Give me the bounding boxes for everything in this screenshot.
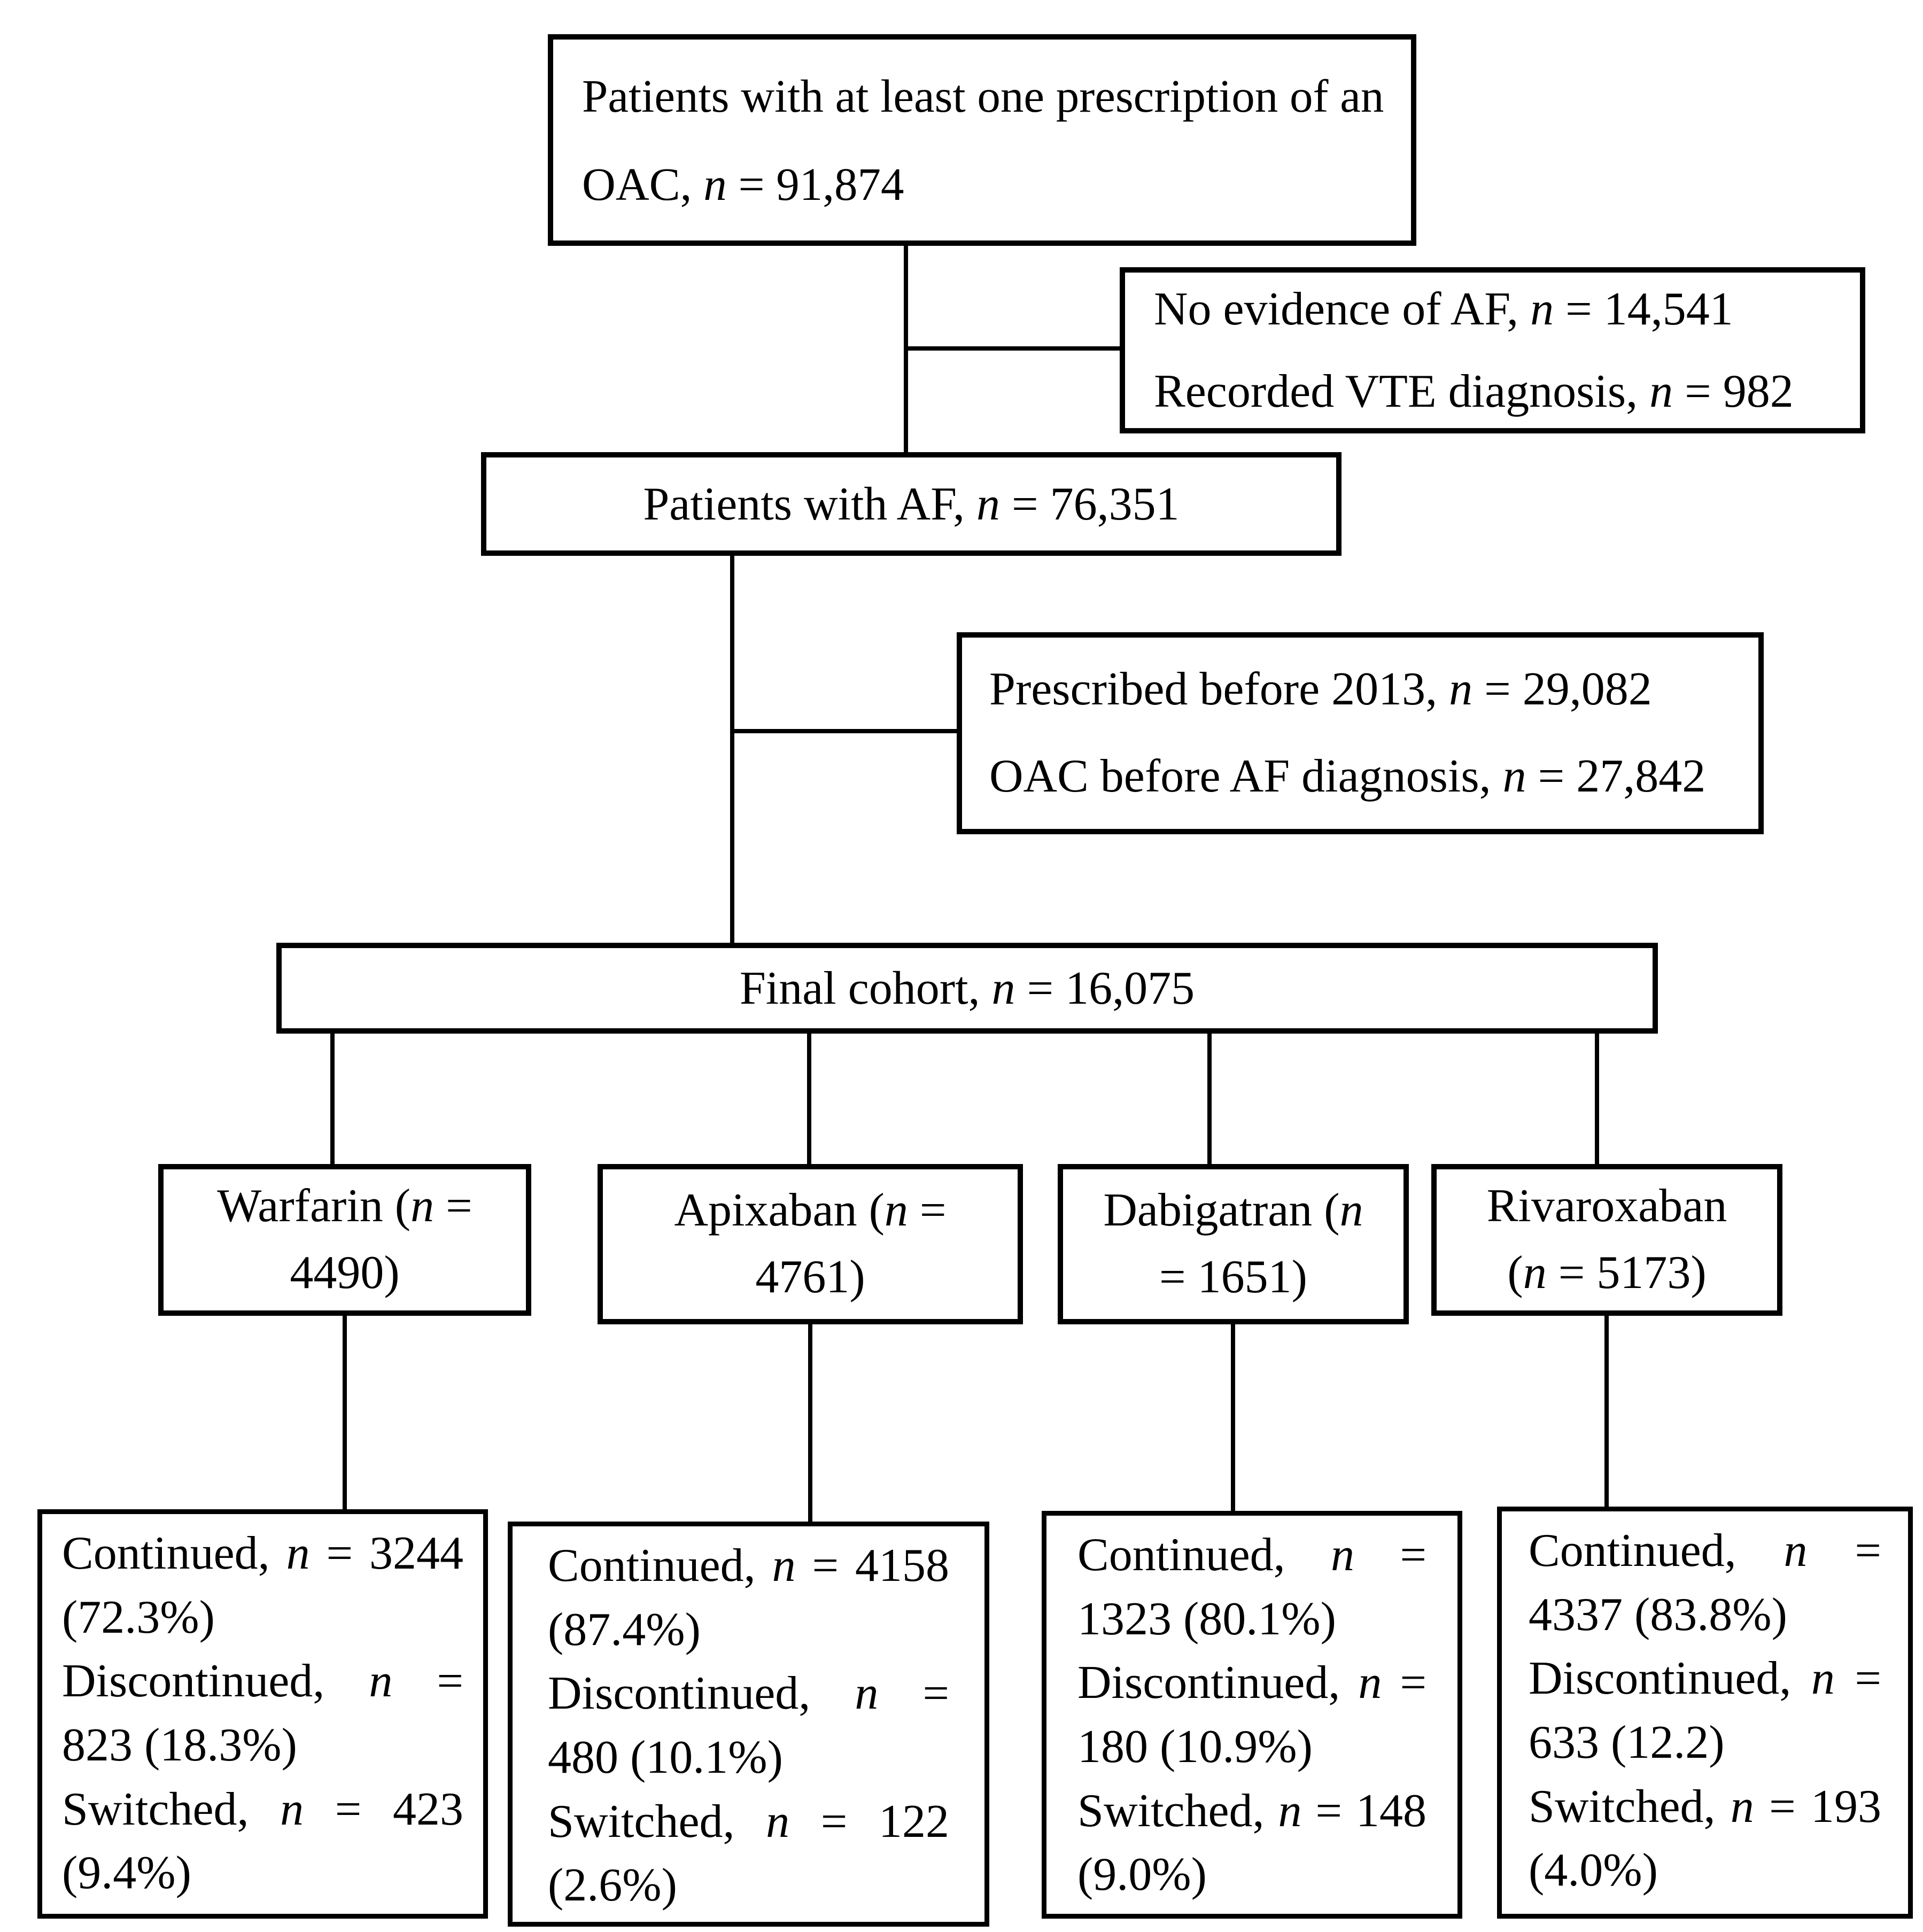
box-dabigatran: Dabigatran (n = 1651) [1058, 1164, 1409, 1324]
connector-branch-no-af [904, 346, 1120, 351]
text-line: Apixaban (n = [674, 1184, 947, 1237]
connector-final-to-rivaroxaban [1595, 1034, 1599, 1164]
text-line: OAC, n = 91,874 [582, 158, 904, 210]
outcome-item: Switched, n = 122 (2.6%) [548, 1795, 949, 1912]
box-apixaban-outcomes: Continued, n = 4158 (87.4%) Discontinued… [508, 1522, 989, 1927]
box-oac-patients: Patients with at least one prescription … [548, 34, 1416, 246]
box-exclusion-prior-oac: Prescribed before 2013, n = 29,082 OAC b… [957, 632, 1764, 834]
text-line: Recorded VTE diagnosis, n = 982 [1154, 365, 1794, 417]
connector-final-to-apixaban [807, 1034, 811, 1164]
text-line: OAC before AF diagnosis, n = 27,842 [989, 750, 1706, 802]
text-line: 4490) [290, 1247, 400, 1299]
box-warfarin-outcomes: Continued, n = 3244 (72.3%) Discontinued… [37, 1509, 488, 1919]
outcome-item: Switched, n = 423 (9.4%) [62, 1783, 463, 1899]
outcome-item: Switched, n = 193 (4.0%) [1529, 1780, 1881, 1897]
box-exclusion-no-af: No evidence of AF, n = 14,541 Recorded V… [1120, 267, 1865, 433]
text-line: No evidence of AF, n = 14,541 [1154, 283, 1733, 335]
connector-branch-prior-oac [730, 729, 957, 733]
outcome-item: Continued, n = 4337 (83.8%) [1529, 1525, 1881, 1641]
outcome-item: Switched, n = 148 (9.0%) [1077, 1784, 1426, 1901]
box-af-patients: Patients with AF, n = 76,351 [481, 452, 1342, 556]
connector-final-to-warfarin [330, 1034, 335, 1164]
text-line: Final cohort, n = 16,075 [739, 962, 1195, 1014]
box-apixaban: Apixaban (n = 4761) [598, 1164, 1023, 1324]
connector-apixaban-to-outcomes [808, 1324, 812, 1522]
outcome-item: Discontinued, n = 180 (10.9%) [1077, 1657, 1426, 1773]
connector-dabigatran-to-outcomes [1231, 1324, 1235, 1511]
connector-warfarin-to-outcomes [343, 1316, 347, 1509]
text-line: = 1651) [1159, 1251, 1307, 1303]
text-line: Warfarin (n = [217, 1180, 472, 1232]
outcome-item: Discontinued, n = 480 (10.1%) [548, 1667, 949, 1784]
outcome-item: Discontinued, n = 823 (18.3%) [62, 1655, 463, 1772]
text-line: Patients with AF, n = 76,351 [643, 478, 1180, 530]
box-dabigatran-outcomes: Continued, n = 1323 (80.1%) Discontinued… [1042, 1511, 1462, 1919]
outcome-item: Discontinued, n = 633 (12.2) [1529, 1652, 1881, 1769]
box-final-cohort: Final cohort, n = 16,075 [276, 943, 1658, 1034]
outcome-item: Continued, n = 4158 (87.4%) [548, 1540, 949, 1656]
text-line: Patients with at least one prescription … [582, 69, 1384, 122]
text-line: Prescribed before 2013, n = 29,082 [989, 663, 1652, 716]
text-line: Dabigatran (n [1103, 1184, 1363, 1237]
outcome-item: Continued, n = 1323 (80.1%) [1077, 1529, 1426, 1645]
outcome-item: Continued, n = 3244 (72.3%) [62, 1527, 463, 1643]
text-line: Rivaroxaban [1486, 1180, 1727, 1232]
connector-af-to-final [730, 556, 734, 943]
box-rivaroxaban-outcomes: Continued, n = 4337 (83.8%) Discontinued… [1497, 1507, 1913, 1919]
text-line: 4761) [755, 1251, 865, 1303]
box-warfarin: Warfarin (n = 4490) [158, 1164, 531, 1316]
connector-final-to-dabigatran [1207, 1034, 1212, 1164]
text-line: (n = 5173) [1507, 1247, 1707, 1299]
box-rivaroxaban: Rivaroxaban (n = 5173) [1431, 1164, 1782, 1316]
connector-rivaroxaban-to-outcomes [1604, 1316, 1609, 1507]
